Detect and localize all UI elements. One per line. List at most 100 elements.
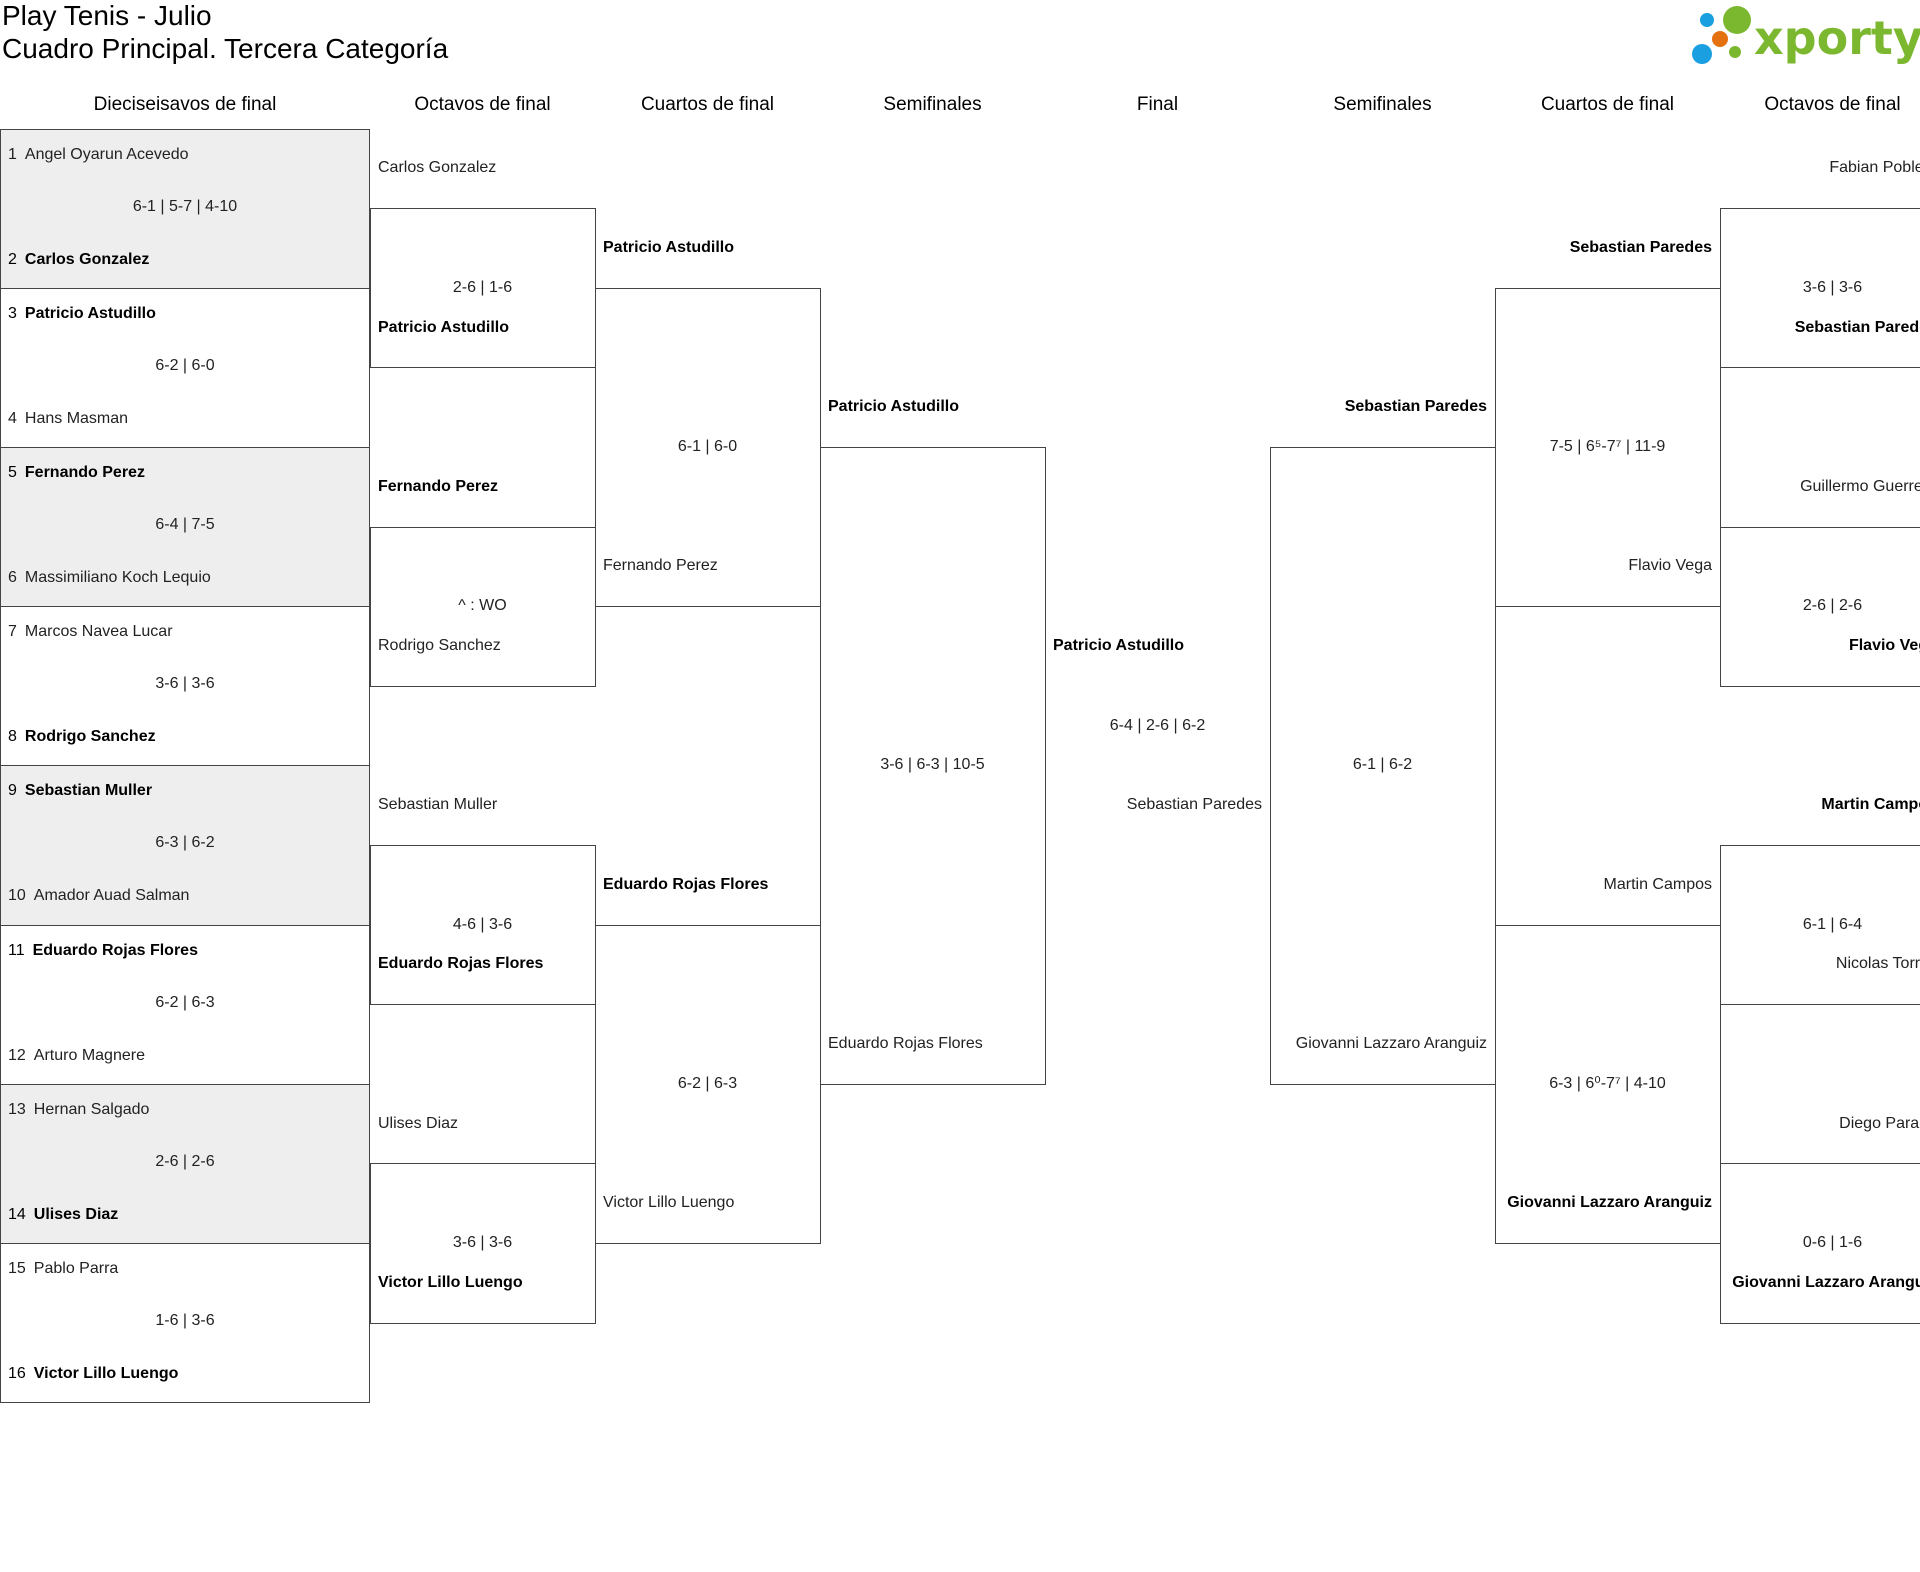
match-box (1720, 208, 1920, 369)
seed-number: 9 (8, 782, 17, 800)
player-name[interactable]: Fernando Perez (603, 557, 718, 575)
player-name[interactable]: Giovanni Lazzaro Aranguiz (1295, 1035, 1487, 1052)
seed-number: 6 (8, 569, 17, 586)
seed-number: 16 (8, 1365, 26, 1382)
page-subtitle: Cuadro Principal. Tercera Categoría (2, 33, 449, 64)
match-score: 7-5 | 6⁵-7⁷ | 11-9 (1549, 438, 1666, 455)
match-score: 6-2 | 6-0 (155, 356, 215, 374)
player-name: Sebastian Muller (24, 782, 153, 800)
match-score: 3-6 | 3-6 (452, 1234, 513, 1251)
logo-dot-green-small (1729, 46, 1741, 58)
player-name[interactable]: Flavio Vega (1628, 557, 1712, 575)
seed-number: 10 (8, 887, 26, 905)
player-name[interactable]: Flavio Vega (1848, 637, 1920, 654)
player-name[interactable]: Martin Campos (1821, 796, 1920, 814)
seed-number: 2 (8, 250, 17, 268)
match-score: 3-6 | 6-3 | 10-5 (880, 756, 985, 774)
logo-dot-green-large (1723, 6, 1751, 34)
match-score: 6-1 | 5-7 | 4-10 (132, 197, 238, 215)
match-box (0, 1243, 370, 1404)
player-name[interactable]: Eduardo Rojas Flores (378, 955, 544, 973)
player-row[interactable]: 10 Amador Auad Salman (8, 886, 189, 906)
match-score: 2-6 | 1-6 (452, 278, 513, 296)
player-name[interactable]: Diego Parada (1839, 1114, 1920, 1132)
player-name[interactable]: Fernando Perez (378, 477, 499, 495)
player-name[interactable]: Eduardo Rojas Flores (828, 1035, 983, 1052)
player-row[interactable]: 9 Sebastian Muller (8, 781, 152, 801)
player-name: Amador Auad Salman (33, 887, 190, 905)
player-name[interactable]: Sebastian Paredes (1794, 318, 1920, 336)
seed-number: 4 (8, 409, 17, 427)
seed-number: 11 (8, 941, 25, 959)
player-name: Patricio Astudillo (24, 304, 156, 322)
seed-number: 13 (8, 1100, 26, 1118)
player-name[interactable]: Sebastian Muller (378, 796, 498, 814)
player-name: Eduardo Rojas Flores (32, 941, 198, 959)
column-header: Cuartos de final (640, 94, 775, 115)
player-name[interactable]: Giovanni Lazzaro Aranguiz (1732, 1273, 1920, 1291)
final-score: 6-4 | 2-6 | 6-2 (1109, 716, 1206, 734)
match-box (820, 447, 1046, 1085)
player-name[interactable]: Martin Campos (1603, 875, 1712, 893)
match-box (0, 765, 370, 926)
column-header: Final (1136, 94, 1179, 115)
match-box (1720, 526, 1920, 687)
match-score: 6-4 | 7-5 (155, 516, 215, 533)
player-name[interactable]: Guillermo Guerrero (1800, 477, 1920, 495)
player-row[interactable]: 15 Pablo Parra (8, 1259, 118, 1279)
match-score: 6-1 | 6-0 (677, 438, 738, 455)
match-box (1720, 845, 1920, 1006)
player-row[interactable]: 11 Eduardo Rojas Flores (8, 941, 198, 961)
match-score: 4-6 | 3-6 (452, 915, 513, 933)
player-name[interactable]: Ulises Diaz (378, 1114, 459, 1132)
player-name: Pablo Parra (33, 1260, 119, 1277)
logo-dot-blue-small (1700, 13, 1714, 27)
player-row[interactable]: 16 Victor Lillo Luengo (8, 1364, 178, 1384)
player-name: Victor Lillo Luengo (33, 1365, 179, 1382)
column-header: Octavos de final (414, 94, 551, 115)
player-name: Fernando Perez (24, 464, 145, 481)
match-score: 0-6 | 1-6 (1802, 1234, 1863, 1251)
seed-number: 5 (8, 464, 17, 481)
player-name[interactable]: Patricio Astudillo (378, 318, 509, 336)
player-name[interactable]: Victor Lillo Luengo (603, 1194, 735, 1212)
seed-number: 15 (8, 1260, 26, 1277)
match-score: 1-6 | 3-6 (155, 1312, 215, 1329)
match-score: 6-1 | 6-4 (1802, 915, 1863, 933)
player-name[interactable]: Rodrigo Sanchez (378, 637, 501, 654)
player-row[interactable]: 3 Patricio Astudillo (8, 304, 156, 324)
match-score: 3-6 | 3-6 (155, 675, 215, 693)
player-name[interactable]: Patricio Astudillo (603, 239, 734, 256)
finalist-name[interactable]: Sebastian Paredes (1126, 796, 1262, 814)
player-name[interactable]: Fabian Poblete (1829, 159, 1920, 177)
match-box (1495, 924, 1721, 1244)
seed-number: 8 (8, 728, 17, 746)
seed-number: 12 (8, 1046, 26, 1064)
seed-number: 14 (8, 1205, 26, 1223)
player-name[interactable]: Sebastian Paredes (1569, 239, 1712, 256)
player-name[interactable]: Patricio Astudillo (828, 398, 959, 416)
column-header: Dieciseisavos de final (93, 94, 277, 115)
finalist-name[interactable]: Patricio Astudillo (1053, 637, 1184, 654)
match-box (0, 447, 370, 608)
player-name[interactable]: Sebastian Paredes (1344, 398, 1487, 416)
player-name[interactable]: Giovanni Lazzaro Aranguiz (1507, 1194, 1712, 1212)
player-name[interactable]: Nicolas Torres (1835, 955, 1920, 973)
match-box (1720, 1163, 1920, 1324)
player-row[interactable]: 5 Fernando Perez (8, 463, 145, 483)
seed-number: 3 (8, 304, 17, 322)
player-name[interactable]: Carlos Gonzalez (378, 159, 497, 177)
player-name[interactable]: Eduardo Rojas Flores (603, 875, 769, 893)
match-score: 6-2 | 6-3 (155, 993, 215, 1011)
match-score: 6-3 | 6-2 (155, 834, 215, 852)
player-name[interactable]: Victor Lillo Luengo (378, 1273, 523, 1291)
